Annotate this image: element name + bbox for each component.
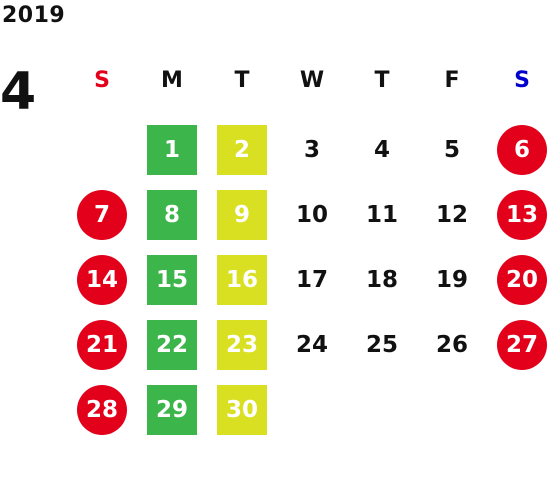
calendar-day-25[interactable]: 25 [352,320,412,370]
calendar-day-22[interactable]: 22 [142,320,202,370]
day-number: 14 [85,267,118,293]
calendar-day-13[interactable]: 13 [492,190,548,240]
day-number: 11 [365,202,398,228]
day-number: 20 [505,267,538,293]
day-number: 17 [295,267,328,293]
calendar-day-27[interactable]: 27 [492,320,548,370]
day-number: 9 [233,202,250,228]
calendar-day-8[interactable]: 8 [142,190,202,240]
weekday-wed: W [299,68,325,93]
calendar-day-20[interactable]: 20 [492,255,548,305]
day-number: 7 [93,202,110,228]
calendar-day-12[interactable]: 12 [422,190,482,240]
calendar-day-29[interactable]: 29 [142,385,202,435]
day-number: 3 [303,137,320,163]
day-number: 28 [85,397,118,423]
weekday-sun: S [94,68,110,93]
calendar-day-2[interactable]: 2 [212,125,272,175]
weekday-fri: F [444,68,460,93]
day-number: 1 [163,137,180,163]
calendar-day-11[interactable]: 11 [352,190,412,240]
day-number: 22 [155,332,188,358]
day-number: 26 [435,332,468,358]
weekday-thu: T [374,68,390,93]
day-number: 15 [155,267,188,293]
calendar-day-1[interactable]: 1 [142,125,202,175]
calendar-day-30[interactable]: 30 [212,385,272,435]
day-number: 30 [225,397,258,423]
day-number: 19 [435,267,468,293]
calendar-day-3[interactable]: 3 [282,125,342,175]
day-number: 29 [155,397,188,423]
calendar-day-16[interactable]: 16 [212,255,272,305]
calendar-day-23[interactable]: 23 [212,320,272,370]
day-number: 6 [513,137,530,163]
calendar-day-26[interactable]: 26 [422,320,482,370]
calendar-day-18[interactable]: 18 [352,255,412,305]
calendar-day-19[interactable]: 19 [422,255,482,305]
month-number: 4 [0,62,37,122]
day-number: 25 [365,332,398,358]
calendar-day-5[interactable]: 5 [422,125,482,175]
weekday-sat: S [514,68,530,93]
day-number: 5 [443,137,460,163]
calendar-day-14[interactable]: 14 [72,255,132,305]
day-number: 16 [225,267,258,293]
calendar-day-10[interactable]: 10 [282,190,342,240]
calendar-day-9[interactable]: 9 [212,190,272,240]
day-number: 12 [435,202,468,228]
day-number: 24 [295,332,328,358]
weekday-tue: T [234,68,250,93]
calendar-day-4[interactable]: 4 [352,125,412,175]
day-number: 10 [295,202,328,228]
day-number: 4 [373,137,390,163]
calendar-day-15[interactable]: 15 [142,255,202,305]
calendar-day-7[interactable]: 7 [72,190,132,240]
day-number: 8 [163,202,180,228]
day-number: 27 [505,332,538,358]
day-number: 2 [233,137,250,163]
day-number: 23 [225,332,258,358]
calendar-day-21[interactable]: 21 [72,320,132,370]
calendar-day-6[interactable]: 6 [492,125,548,175]
calendar-day-17[interactable]: 17 [282,255,342,305]
year-label: 2019 [2,3,66,28]
weekday-mon: M [161,68,183,93]
calendar-day-24[interactable]: 24 [282,320,342,370]
day-number: 18 [365,267,398,293]
day-number: 13 [505,202,538,228]
day-number: 21 [85,332,118,358]
calendar-day-28[interactable]: 28 [72,385,132,435]
